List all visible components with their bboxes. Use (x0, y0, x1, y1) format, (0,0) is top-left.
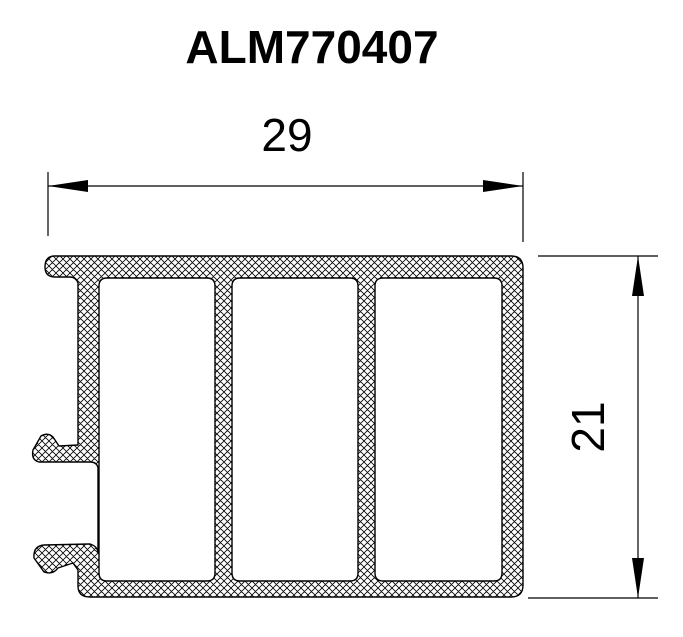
width-dimension: 29 (47, 109, 524, 242)
height-arrow-top (632, 256, 644, 296)
height-dimension: 21 (528, 255, 658, 599)
width-arrow-right (483, 180, 523, 192)
width-arrow-left (48, 180, 88, 192)
profile-section (31, 255, 524, 598)
height-label: 21 (562, 401, 614, 452)
width-label: 29 (261, 109, 312, 161)
drawing-title: ALM770407 (185, 21, 438, 73)
height-arrow-bottom (632, 558, 644, 598)
